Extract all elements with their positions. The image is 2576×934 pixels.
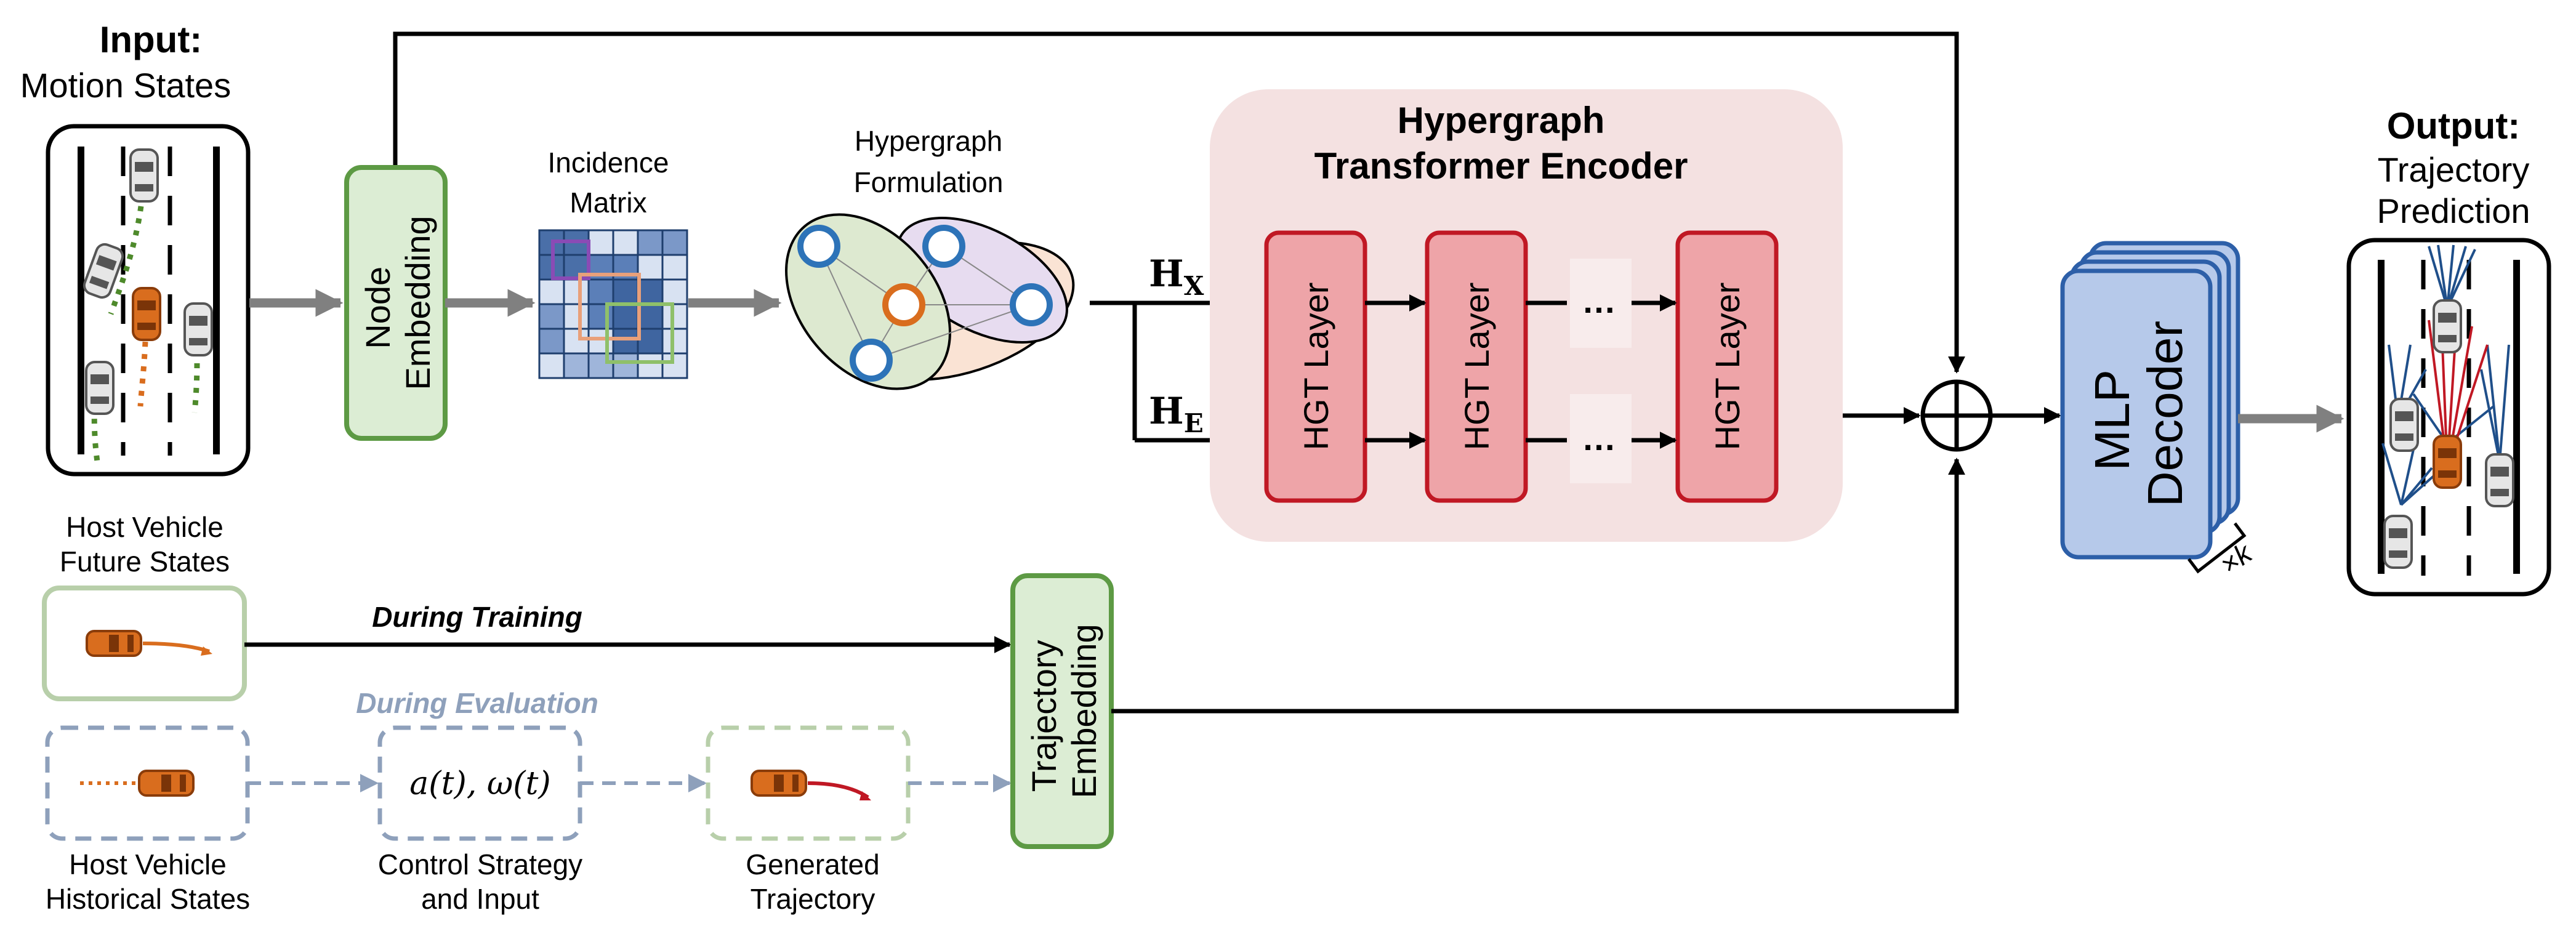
host-future-box: [42, 586, 247, 701]
hgt-layer-2: HGT Layer: [1425, 230, 1528, 503]
svg-text:MLP Decoder: MLP Decoder: [2085, 321, 2192, 507]
node-embedding-line2: Embedding: [398, 215, 437, 390]
skip-connection-top: [393, 31, 1965, 374]
arrow-trajectory-to-sum: [1111, 457, 1965, 714]
control-line1: Control Strategy: [378, 848, 582, 880]
node-embedding-block: Node Embedding: [344, 165, 448, 441]
road-scene-input: [46, 124, 251, 477]
hypergraph-transformer-encoder: Hypergraph Transformer Encoder HGT Layer…: [1210, 89, 1843, 542]
decoder-line1: MLP: [2085, 371, 2139, 471]
hgt-layer-1: HGT Layer: [1264, 230, 1367, 503]
generated-line1: Generated: [746, 848, 879, 880]
hypergraph-formulation-line2: Formulation: [854, 166, 1004, 198]
node-embedding-line1: Node: [358, 267, 397, 349]
hypergraph-formulation-line1: Hypergraph: [855, 125, 1002, 157]
output-line3: Prediction: [2377, 191, 2530, 230]
host-future-line1: Host Vehicle: [66, 511, 223, 543]
svg-text:HGT Layer: HGT Layer: [1297, 283, 1335, 451]
road-scene-output: [2346, 238, 2551, 597]
encoder-title-line2: Transformer Encoder: [1314, 145, 1688, 187]
decoder-multiplier: ×k: [2214, 536, 2258, 581]
trajectory-embedding-line2: Embedding: [1065, 624, 1103, 798]
svg-text:Node Embedding: Node Embedding: [358, 215, 437, 390]
decoder-line2: Decoder: [2138, 321, 2192, 507]
control-strategy-box: a(t), ω(t): [377, 725, 582, 841]
incidence-label-line2: Matrix: [570, 187, 646, 219]
host-history-line1: Host Vehicle: [69, 848, 227, 880]
sum-node: [1920, 379, 1993, 452]
mlp-decoder-block: MLP Decoder ×k: [2060, 241, 2258, 581]
incidence-matrix-grid: [538, 229, 688, 379]
svg-text:Trajectory Embedding: Trajectory Embedding: [1024, 624, 1103, 798]
incidence-label-line1: Incidence: [548, 147, 669, 179]
svg-text:HGT Layer: HGT Layer: [1708, 283, 1747, 451]
trajectory-embedding-line1: Trajectory: [1024, 640, 1063, 792]
input-title: Input:: [100, 19, 203, 60]
control-formula: a(t), ω(t): [409, 765, 550, 802]
host-history-line2: Historical States: [46, 883, 250, 915]
encoder-title-line1: Hypergraph: [1398, 100, 1605, 141]
host-history-box: [45, 725, 250, 841]
output-title: Output:: [2387, 105, 2521, 147]
output-line2: Trajectory: [2378, 150, 2530, 189]
hx-label: HX: [1149, 252, 1204, 301]
during-training-label: During Training: [372, 601, 582, 633]
generated-line2: Trajectory: [751, 883, 875, 915]
trajectory-embedding-block: Trajectory Embedding: [1010, 573, 1114, 849]
svg-text:HGT Layer: HGT Layer: [1457, 283, 1496, 451]
control-line2: and Input: [421, 883, 539, 915]
ellipsis-bottom: …: [1582, 419, 1616, 457]
generated-trajectory-box: [706, 725, 911, 841]
host-future-line2: Future States: [60, 546, 230, 578]
input-subtitle: Motion States: [20, 66, 231, 105]
he-label: HE: [1149, 390, 1204, 438]
ellipsis-top: …: [1582, 281, 1616, 320]
hypergraph-illustration: [785, 213, 1075, 390]
during-evaluation-label: During Evaluation: [356, 687, 598, 719]
branch-lines: [1090, 300, 1137, 440]
hgt-layer-n: HGT Layer: [1675, 230, 1779, 503]
